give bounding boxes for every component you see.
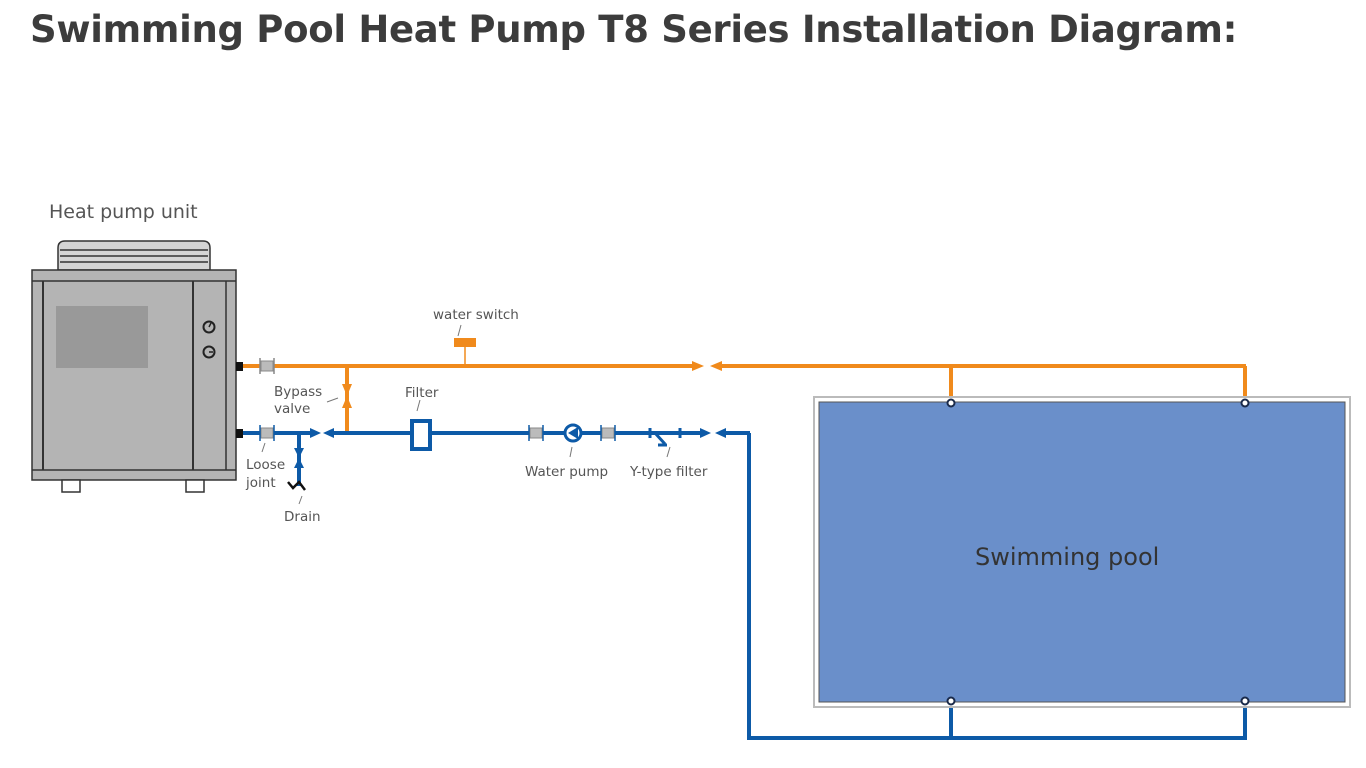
unit-display-panel <box>56 306 148 368</box>
y-type-filter-icon <box>648 428 682 447</box>
gauge-icon <box>202 345 216 359</box>
unit-foot <box>61 479 81 493</box>
label-bypass-valve: Bypass <box>274 384 322 400</box>
label-water-switch: water switch <box>433 307 519 323</box>
loose-joint-icon <box>259 358 275 374</box>
check-valve-icon <box>692 361 722 371</box>
shutoff-valve-icon <box>310 428 334 438</box>
label-y-type-filter: Y-type filter <box>629 464 708 480</box>
heat-pump-unit <box>31 240 243 493</box>
union-icon <box>600 425 616 441</box>
bypass-valve-icon <box>342 384 352 408</box>
drain-valve-icon <box>294 448 304 468</box>
label-heat-pump-unit: Heat pump unit <box>49 201 198 223</box>
label-bypass-valve: valve <box>274 401 310 417</box>
loose-joint-icon <box>259 425 275 441</box>
cold-water-pipe <box>243 431 1247 740</box>
label-swimming-pool: Swimming pool <box>975 543 1159 571</box>
label-loose-joint: joint <box>245 475 276 491</box>
label-water-pump: Water pump <box>525 464 608 480</box>
drain-icon <box>287 480 306 491</box>
unit-foot <box>185 479 205 493</box>
filter-icon <box>410 419 432 451</box>
gauge-icon <box>202 320 216 334</box>
label-drain: Drain <box>284 509 321 525</box>
swimming-pool <box>813 396 1351 708</box>
pool-inlet-icon <box>946 398 1250 706</box>
water-pump-icon <box>563 423 583 443</box>
label-filter: Filter <box>405 385 439 401</box>
union-icon <box>528 425 544 441</box>
water-switch-icon <box>454 338 476 347</box>
shutoff-valve-icon <box>700 428 726 438</box>
label-loose-joint: Loose <box>246 457 285 473</box>
page-title: Swimming Pool Heat Pump T8 Series Instal… <box>30 8 1238 51</box>
